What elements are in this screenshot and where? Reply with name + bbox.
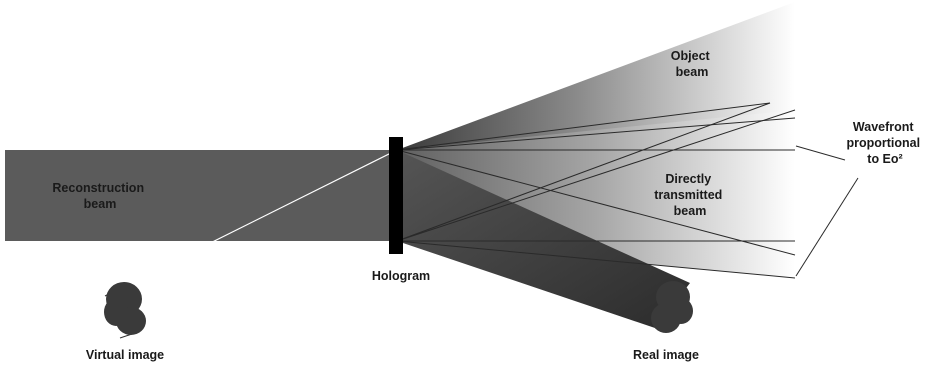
virtual-image-object (104, 282, 146, 335)
wavefront-label: Wavefront proportional to Eo² (846, 120, 923, 166)
virtual-image-label: Virtual image (86, 348, 164, 362)
hologram-plate (389, 137, 403, 254)
real-image-label: Real image (633, 348, 699, 362)
hologram-label: Hologram (372, 269, 430, 283)
wavefront-callout (796, 146, 858, 276)
reconstruction-beam (5, 150, 397, 241)
virtual-ray-lower (135, 241, 397, 333)
